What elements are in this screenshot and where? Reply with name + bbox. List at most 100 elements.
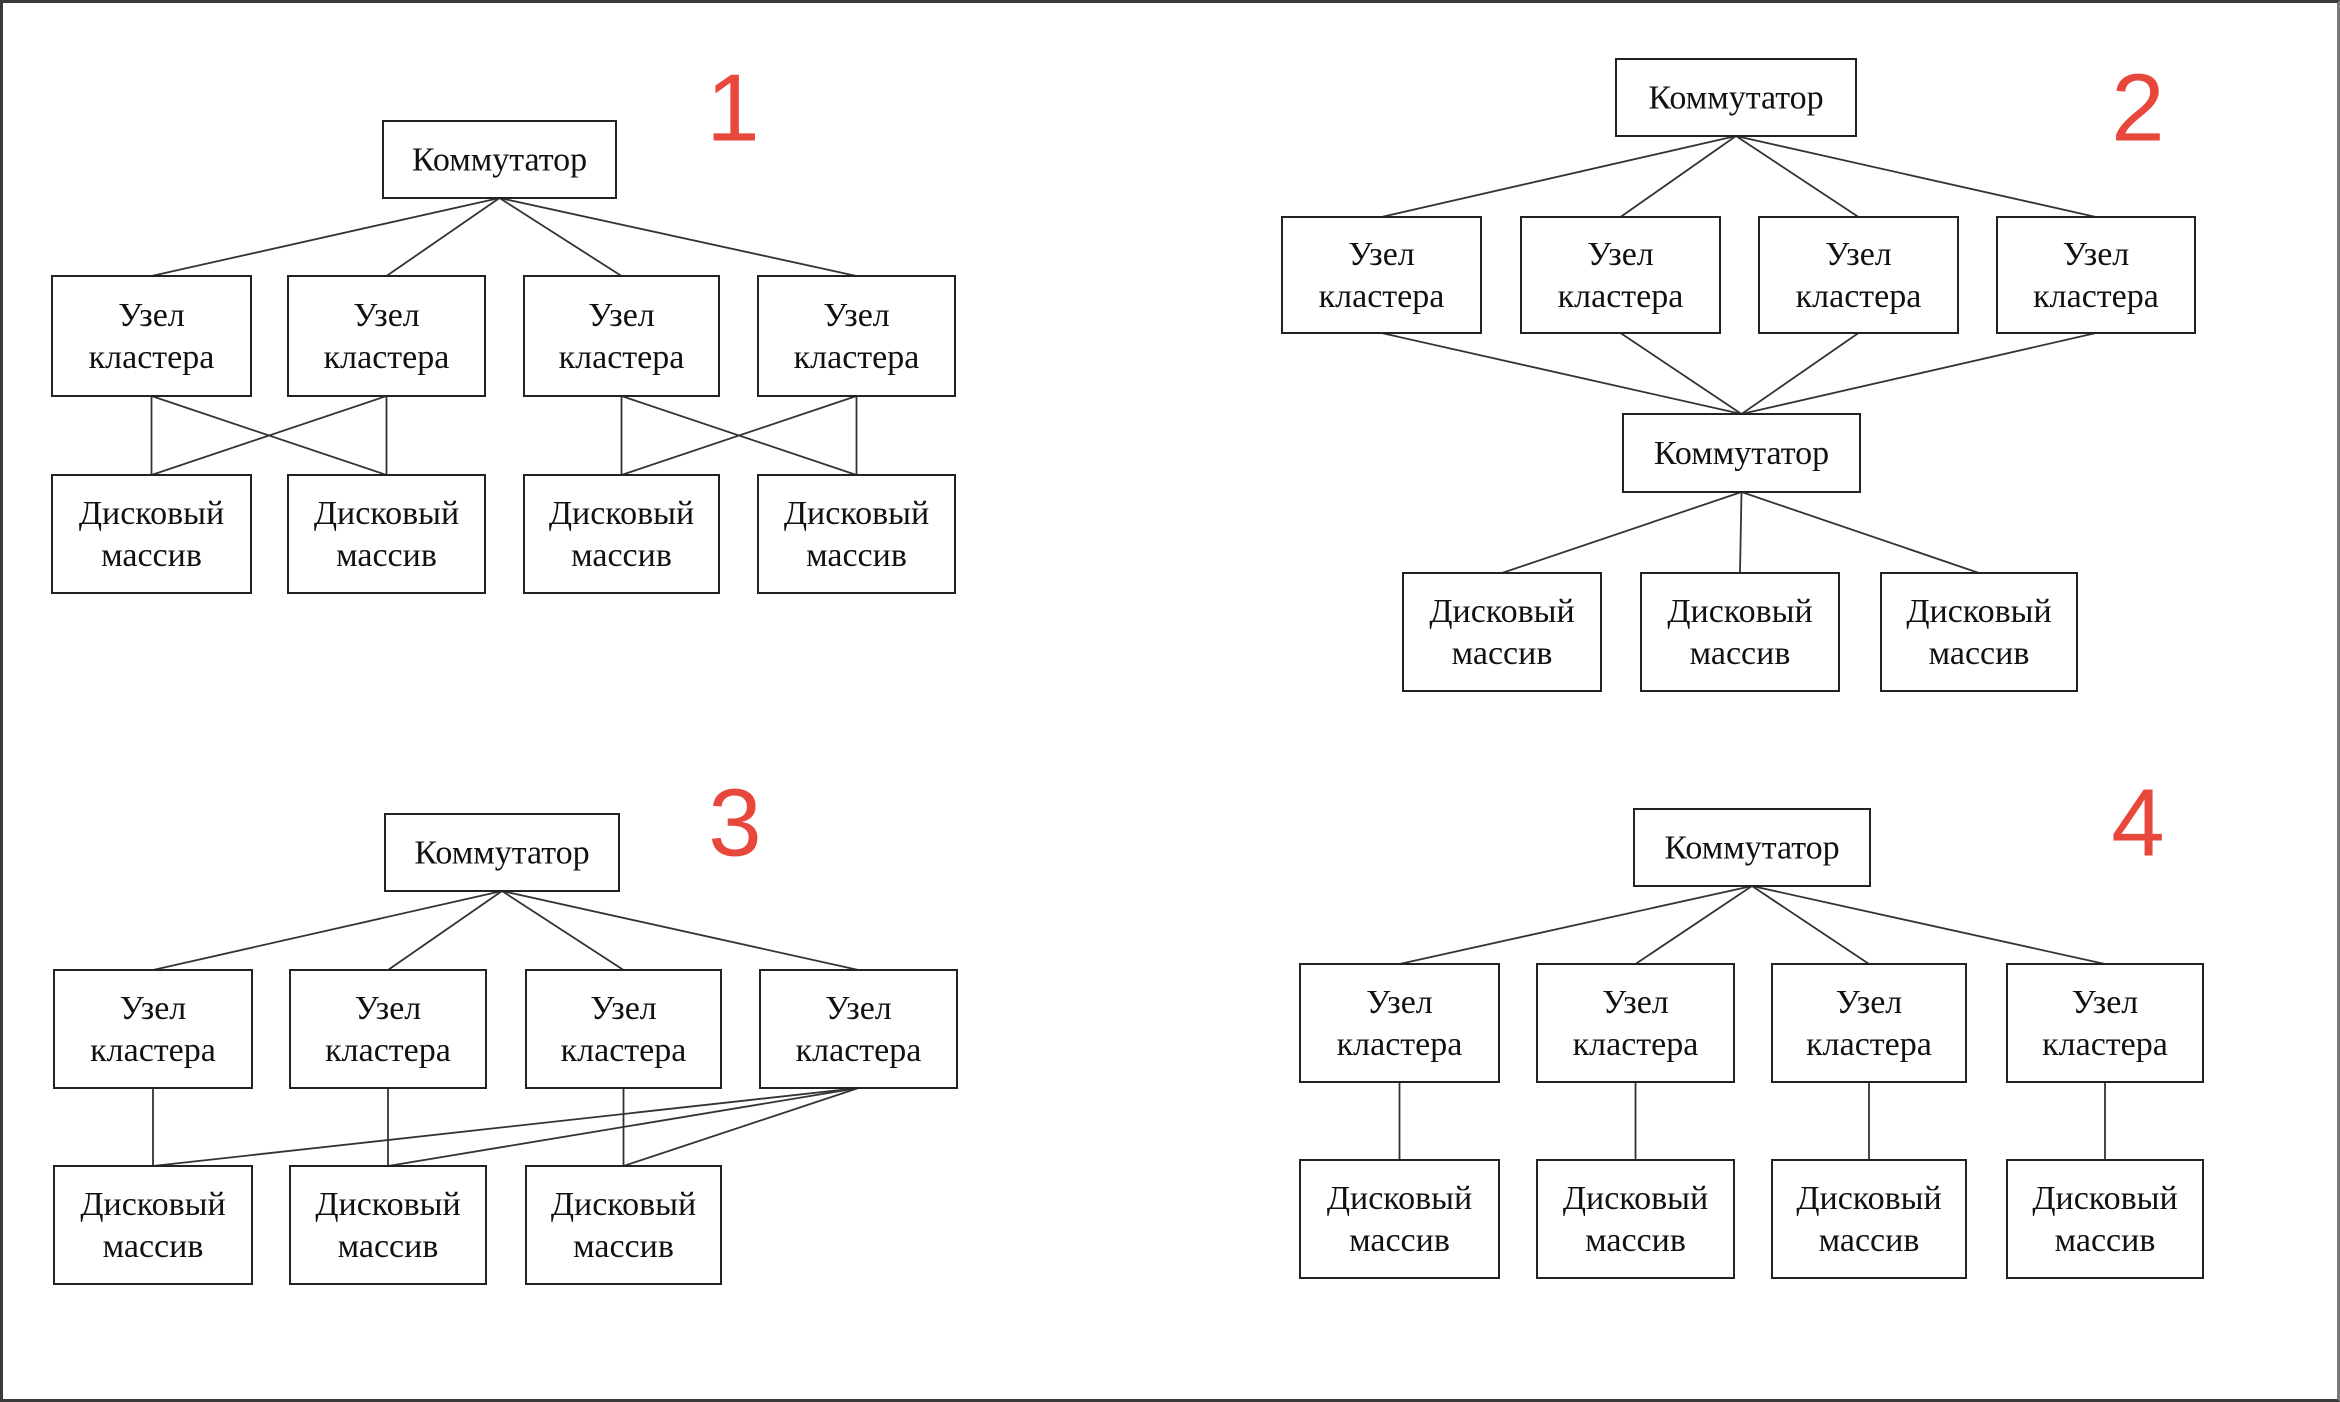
diagram-number: 4: [2111, 769, 2164, 876]
cluster-node-box: Узел кластера: [523, 275, 720, 397]
cluster-node-label-line-2: кластера: [796, 1032, 922, 1069]
cluster-node-label-line-1: Узел: [588, 297, 655, 334]
connection-line: [1619, 135, 1737, 218]
disk-array-box: Дисковый массив: [523, 474, 720, 594]
disk-array-box-border: [525, 1165, 722, 1285]
disk-array-label-line-1: Дисковый: [549, 495, 694, 532]
switch-box-border: [1615, 58, 1857, 137]
connection-line: [387, 1087, 859, 1167]
disk-array-label-line-2: массив: [101, 537, 202, 574]
disk-array-box: Дисковый массив: [1299, 1159, 1500, 1279]
connection-line: [499, 197, 857, 277]
disk-array-box-border: [289, 1165, 487, 1285]
disk-array-label-line-1: Дисковый: [2032, 1180, 2177, 1217]
switch-box: Коммутатор: [1622, 413, 1861, 493]
cluster-node-label-line-2: кластера: [559, 339, 685, 376]
cluster-node-label-line-2: кластера: [89, 339, 215, 376]
disk-array-label-line-2: массив: [103, 1228, 204, 1265]
cluster-node-label-line-2: кластера: [561, 1032, 687, 1069]
switch-label: Коммутатор: [1648, 80, 1823, 117]
switch-box-border: [1622, 413, 1861, 493]
cluster-node-box: Узел кластера: [1758, 216, 1959, 334]
cluster-node-label-line-2: кластера: [1796, 278, 1922, 315]
connection-line: [1735, 135, 1859, 218]
disk-array-box-border: [53, 1165, 253, 1285]
cluster-node-label-line-1: Узел: [1825, 236, 1892, 273]
disk-array-label-line-2: массив: [338, 1228, 439, 1265]
disk-array-label-line-2: массив: [806, 537, 907, 574]
cluster-node-box-border: [1281, 216, 1482, 334]
disk-array-label-line-2: массив: [1349, 1222, 1450, 1259]
cluster-node-label-line-2: кластера: [1319, 278, 1445, 315]
disk-array-label-line-2: массив: [571, 537, 672, 574]
cluster-node-label-line-2: кластера: [2033, 278, 2159, 315]
cluster-node-label-line-2: кластера: [1337, 1026, 1463, 1063]
disk-array-box-border: [1299, 1159, 1500, 1279]
topology-2: КоммутаторКоммутаторУзелкластераУзелклас…: [1281, 54, 2196, 692]
disk-array-box: Дисковый массив: [287, 474, 486, 594]
disk-array-box-border: [287, 474, 486, 594]
connection-line: [1751, 885, 2106, 965]
disk-array-box-border: [1880, 572, 2078, 692]
cluster-node-box-border: [525, 969, 722, 1089]
cluster-node-label-line-1: Узел: [1836, 984, 1903, 1021]
cluster-node-label-line-2: кластера: [324, 339, 450, 376]
cluster-node-label-line-2: кластера: [90, 1032, 216, 1069]
disk-array-label-line-1: Дисковый: [79, 495, 224, 532]
switch-box-border: [384, 813, 620, 892]
disk-array-label-line-1: Дисковый: [80, 1186, 225, 1223]
cluster-node-box-border: [51, 275, 252, 397]
connection-line: [1739, 491, 1743, 574]
connection-line: [1381, 332, 1742, 415]
disk-array-box-border: [51, 474, 252, 594]
cluster-node-label-line-1: Узел: [1587, 236, 1654, 273]
connection-line: [151, 197, 500, 277]
disk-array-box: Дисковый массив: [2006, 1159, 2204, 1279]
cluster-node-label-line-2: кластера: [1558, 278, 1684, 315]
disk-array-label-line-1: Дисковый: [1327, 1180, 1472, 1217]
cluster-node-box-border: [2006, 963, 2204, 1083]
cluster-node-label-line-1: Узел: [118, 297, 185, 334]
disk-array-label-line-2: массив: [1690, 635, 1791, 672]
switch-box-border: [1633, 808, 1871, 887]
cluster-node-label-line-2: кластера: [1573, 1026, 1699, 1063]
cluster-node-label-line-1: Узел: [355, 990, 422, 1027]
disk-array-label-line-1: Дисковый: [314, 495, 459, 532]
switch-box-border: [382, 120, 617, 199]
cluster-node-box-border: [1758, 216, 1959, 334]
connection-line: [387, 890, 503, 971]
cluster-node-box-border: [1996, 216, 2196, 334]
switch-label: Коммутатор: [414, 835, 589, 872]
cluster-node-box-border: [1299, 963, 1500, 1083]
disk-array-label-line-1: Дисковый: [1667, 593, 1812, 630]
cluster-node-box-border: [523, 275, 720, 397]
disk-array-box-border: [2006, 1159, 2204, 1279]
topology-4: КоммутаторУзелкластераУзелкластераУзелкл…: [1299, 769, 2204, 1279]
disk-array-label-line-2: массив: [1585, 1222, 1686, 1259]
disk-array-label-line-2: массив: [336, 537, 437, 574]
switch-box: Коммутатор: [384, 813, 620, 892]
cluster-node-label-line-1: Узел: [353, 297, 420, 334]
cluster-node-label-line-2: кластера: [794, 339, 920, 376]
disk-array-label-line-1: Дисковый: [1796, 1180, 1941, 1217]
disk-array-label-line-2: массив: [2055, 1222, 2156, 1259]
switch-box: Коммутатор: [1615, 58, 1857, 137]
connection-line: [1501, 491, 1742, 574]
connection-line: [499, 197, 622, 277]
switch-box: Коммутатор: [1633, 808, 1871, 887]
cluster-node-box-border: [1520, 216, 1721, 334]
connection-line: [152, 890, 503, 971]
